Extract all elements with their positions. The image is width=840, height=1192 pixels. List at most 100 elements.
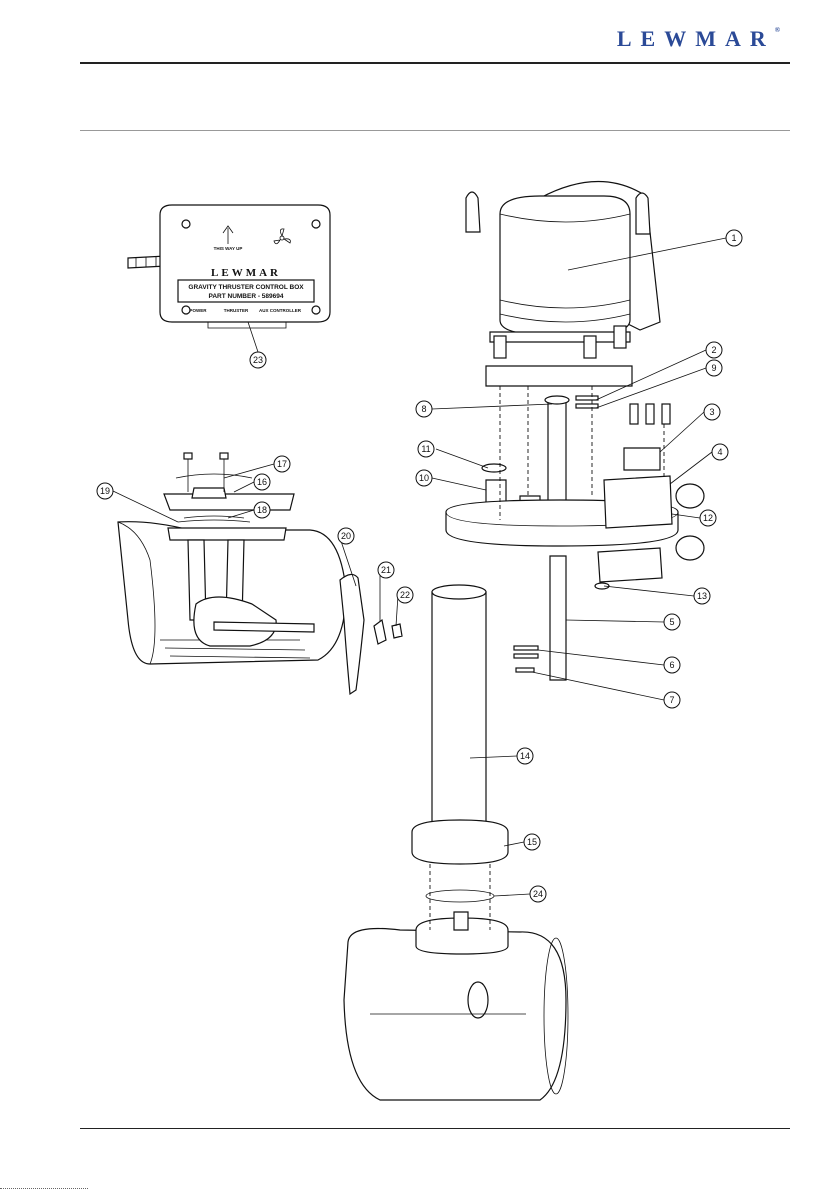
svg-text:12: 12 — [703, 513, 713, 523]
tube-flange-15 — [412, 820, 508, 864]
drive-shaft — [214, 622, 314, 632]
top-plate-boss — [192, 488, 226, 498]
callout-8: 8 — [416, 401, 432, 417]
top-plate — [164, 494, 294, 510]
motor-terminal — [466, 192, 480, 232]
svg-text:14: 14 — [520, 751, 530, 761]
callout-20: 20 — [338, 528, 354, 544]
svg-text:6: 6 — [669, 660, 674, 670]
callout-12: 12 — [700, 510, 716, 526]
arrow-label: THIS WAY UP — [214, 246, 243, 251]
callout-5: 5 — [664, 614, 680, 630]
svg-text:16: 16 — [257, 477, 267, 487]
bolt-head — [184, 453, 192, 459]
key-2 — [576, 396, 598, 400]
solenoid-lower — [598, 548, 662, 582]
svg-text:22: 22 — [400, 590, 410, 600]
callout-22: 22 — [397, 587, 413, 603]
callout-9: 9 — [706, 360, 722, 376]
svg-text:8: 8 — [421, 404, 426, 414]
key-9 — [576, 404, 598, 408]
motor-terminal — [636, 193, 650, 234]
key-6b — [514, 654, 538, 658]
key-6a — [514, 646, 538, 650]
motor-assembly — [344, 181, 704, 1100]
callout-3: 3 — [704, 404, 720, 420]
cable-gland — [676, 484, 704, 508]
shaft-collar — [545, 396, 569, 404]
callout-6: 6 — [664, 657, 680, 673]
callout-23: 23 — [250, 352, 266, 368]
box-screw — [182, 220, 190, 228]
mounting-flange — [168, 528, 286, 540]
prop-nut-21 — [374, 620, 386, 644]
svg-text:19: 19 — [100, 486, 110, 496]
tunnel-port — [468, 982, 488, 1018]
seal-18 — [184, 516, 244, 518]
svg-text:13: 13 — [697, 591, 707, 601]
callout-17: 17 — [274, 456, 290, 472]
screw — [662, 404, 670, 424]
svg-text:2: 2 — [711, 345, 716, 355]
svg-text:9: 9 — [711, 363, 716, 373]
callout-16: 16 — [254, 474, 270, 490]
motor-base-plate — [486, 366, 632, 386]
box-screw — [312, 220, 320, 228]
svg-text:11: 11 — [421, 444, 430, 454]
motor-bolt — [584, 336, 596, 358]
cable-gland — [676, 536, 704, 560]
svg-text:18: 18 — [257, 505, 267, 515]
bearing-10 — [486, 480, 506, 504]
label-line1: GRAVITY THRUSTER CONTROL BOX — [188, 284, 304, 291]
svg-text:21: 21 — [381, 565, 391, 575]
callout-1: 1 — [726, 230, 742, 246]
svg-text:15: 15 — [527, 837, 537, 847]
tunnel-stub — [454, 912, 468, 930]
washer-17 — [176, 474, 252, 478]
callout-15: 15 — [524, 834, 540, 850]
o-ring-24 — [426, 890, 494, 902]
callout-2: 2 — [706, 342, 722, 358]
label-thruster: THRUSTER — [224, 308, 249, 313]
callout-13: 13 — [694, 588, 710, 604]
callout-18: 18 — [254, 502, 270, 518]
box-logo: LEWMAR — [211, 267, 281, 279]
output-shaft-5 — [550, 556, 566, 680]
svg-text:10: 10 — [419, 473, 429, 483]
solenoid-4 — [604, 476, 672, 528]
svg-text:5: 5 — [669, 617, 674, 627]
svg-text:4: 4 — [717, 447, 722, 457]
motor-bolt — [614, 326, 626, 348]
shaft-tube-14 — [432, 592, 486, 822]
motor-bolt — [494, 336, 506, 358]
circlip-11 — [482, 464, 506, 472]
box-cable-glands — [208, 322, 286, 328]
plate-bolts — [188, 455, 224, 492]
spacer-3 — [624, 448, 660, 470]
box-screw — [312, 306, 320, 314]
svg-text:1: 1 — [731, 233, 736, 243]
key-7 — [516, 668, 534, 672]
seal-19 — [178, 520, 250, 522]
tube-top — [432, 585, 486, 599]
motor-can — [500, 196, 630, 334]
callout-4: 4 — [712, 444, 728, 460]
bolt-head — [220, 453, 228, 459]
screw — [630, 404, 638, 424]
svg-text:7: 7 — [669, 695, 674, 705]
motor-spigot — [490, 332, 630, 342]
control-box: THIS WAY UP LEWMAR GRAVITY THRUSTER CONT… — [128, 205, 330, 328]
svg-text:20: 20 — [341, 531, 351, 541]
label-line2: PART NUMBER - 589694 — [208, 293, 283, 300]
callout-7: 7 — [664, 692, 680, 708]
prop-anode-22 — [392, 624, 402, 638]
callout-14: 14 — [517, 748, 533, 764]
callout-10: 10 — [416, 470, 432, 486]
label-aux-controller: AUX CONTROLLER — [259, 308, 302, 313]
svg-text:3: 3 — [709, 407, 714, 417]
callout-24: 24 — [530, 886, 546, 902]
svg-text:24: 24 — [533, 889, 543, 899]
callout-19: 19 — [97, 483, 113, 499]
callout-11: 11 — [418, 441, 434, 457]
